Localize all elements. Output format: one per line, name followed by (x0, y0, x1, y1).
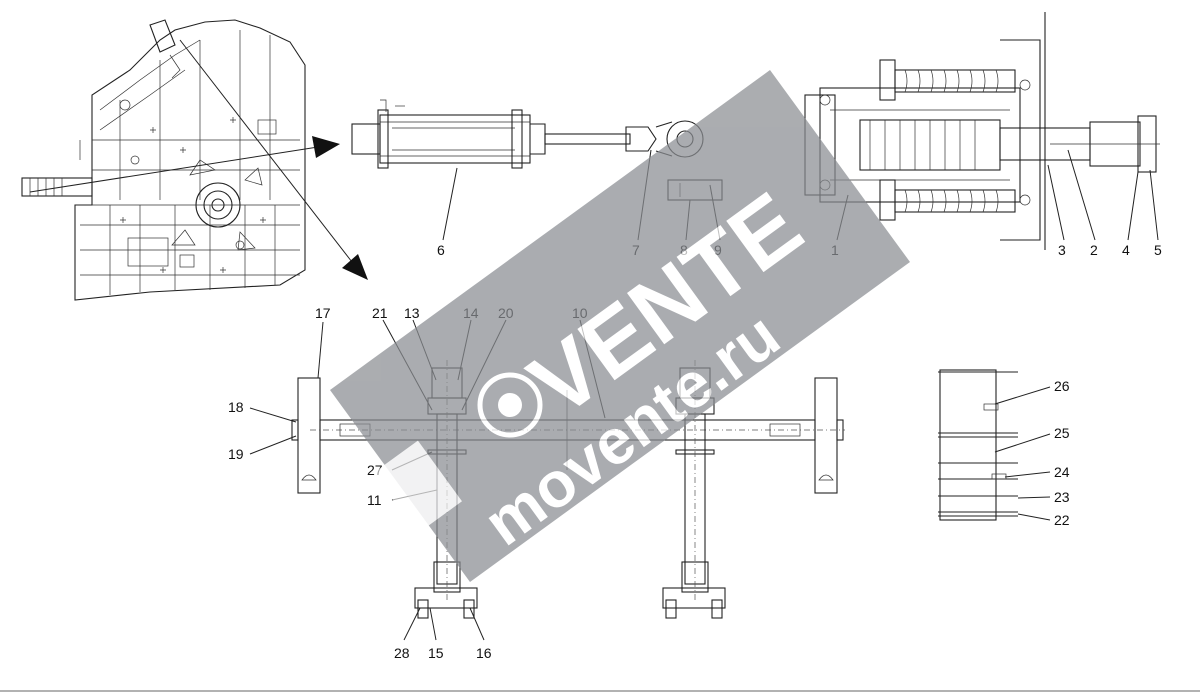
callout-22: 22 (1054, 512, 1070, 528)
callout-4: 4 (1122, 242, 1130, 258)
callout-11: 11 (367, 492, 382, 508)
callout-5: 5 (1154, 242, 1162, 258)
crusher-overview-drawing (21, 19, 306, 301)
view-arrows (29, 39, 368, 280)
callout-23: 23 (1054, 489, 1070, 505)
plate-stack-drawing (938, 369, 1018, 521)
watermark-logo-icon (477, 372, 543, 438)
callout-25: 25 (1054, 425, 1070, 441)
callout-24: 24 (1054, 464, 1070, 480)
callout-18: 18 (228, 399, 244, 415)
callout-2: 2 (1090, 242, 1098, 258)
callout-17: 17 (315, 305, 331, 321)
callout-6: 6 (437, 242, 445, 258)
callout-15: 15 (428, 645, 444, 661)
callout-21: 21 (372, 305, 388, 321)
callout-16: 16 (476, 645, 492, 661)
callout-19: 19 (228, 446, 244, 462)
callout-28: 28 (394, 645, 410, 661)
watermark: VENTE movente.ru (330, 70, 910, 582)
callout-3: 3 (1058, 242, 1066, 258)
callout-26: 26 (1054, 378, 1070, 394)
callout-13: 13 (404, 305, 420, 321)
watermark-band (330, 70, 910, 582)
